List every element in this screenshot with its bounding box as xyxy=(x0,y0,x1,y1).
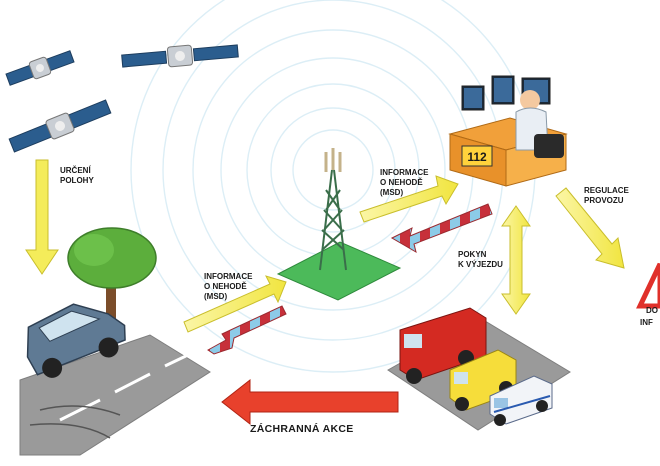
label-positioning: URČENÍ POLOHY xyxy=(60,166,94,185)
label-cut-do: DO xyxy=(646,306,658,315)
call-center-icon xyxy=(448,75,568,187)
crashed-car-icon xyxy=(26,303,126,378)
dispatch-arrow xyxy=(501,205,531,315)
tree-icon xyxy=(67,227,157,324)
label-rescue-action: ZÁCHRANNÁ AKCE xyxy=(250,423,354,435)
label-info-left: INFORMACE O NEHODĚ (MSD) xyxy=(204,272,253,301)
call-center-number: 112 xyxy=(467,150,487,164)
label-info-right: INFORMACE O NEHODĚ (MSD) xyxy=(380,168,429,197)
response-arrow-112-to-tower xyxy=(390,203,493,254)
tower-icon xyxy=(319,148,347,271)
satellite-icon xyxy=(8,99,112,153)
traffic-regulation-arrow xyxy=(555,187,625,269)
rescue-action-arrow xyxy=(221,378,399,426)
fire-truck-icon xyxy=(399,307,487,384)
tower-ground xyxy=(276,241,402,301)
info-arrow-tower-to-112 xyxy=(359,175,459,223)
satellite-icon xyxy=(5,50,75,86)
positioning-arrow xyxy=(25,159,59,275)
label-traffic-regulation: REGULACE PROVOZU xyxy=(584,186,629,205)
police-car-icon xyxy=(489,375,553,426)
warning-triangle-icon xyxy=(636,262,660,309)
response-arrow-tower-to-car xyxy=(207,305,287,355)
info-arrow-car-to-tower xyxy=(183,275,287,333)
label-cut-inf: INF xyxy=(640,318,653,327)
label-dispatch: POKYN K VÝJEZDU xyxy=(458,250,503,269)
satellite-icon xyxy=(121,44,239,68)
